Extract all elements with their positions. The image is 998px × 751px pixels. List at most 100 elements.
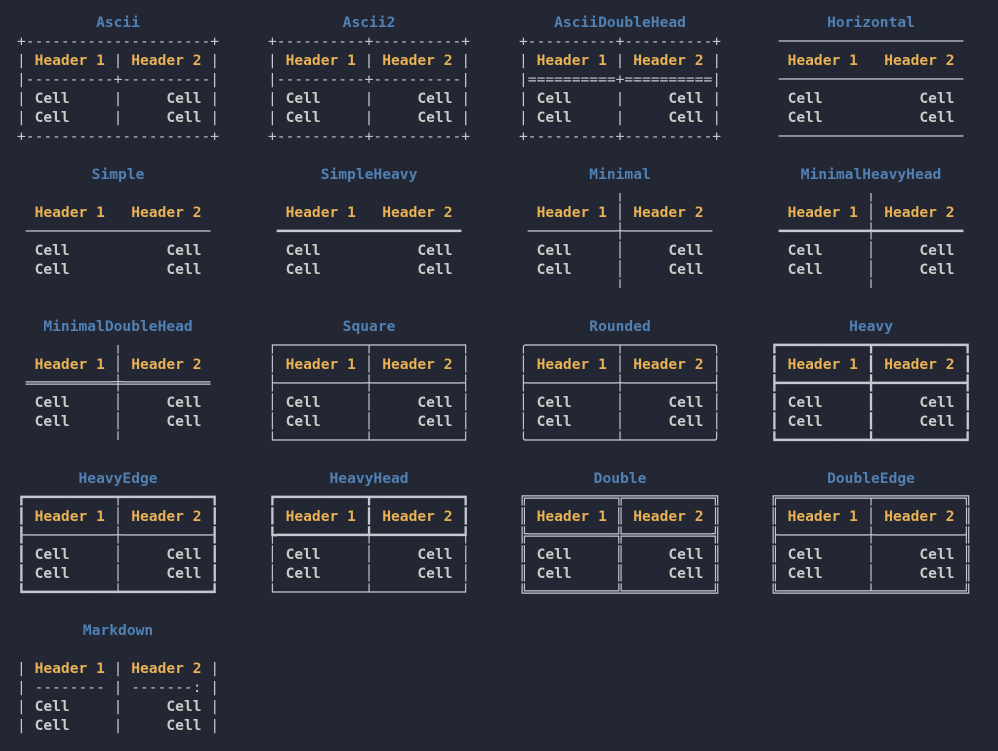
cell-text: Cell — [285, 565, 321, 582]
border-glyphs: | — [703, 90, 722, 107]
table-line: Header 1 │ Header 2 — [519, 203, 770, 222]
border-glyphs: ║ — [954, 508, 973, 525]
table-line: +----------+----------+ — [268, 32, 519, 51]
header-text: Header 1 — [536, 204, 607, 221]
border-glyphs: +----------+----------+ — [268, 128, 471, 145]
border-glyphs: ───────────────────── — [770, 33, 973, 50]
header-text: Header 2 — [131, 204, 202, 221]
border-glyphs: ╚══════════╧══════════╝ — [770, 584, 973, 601]
table-line: | -------- | -------: | — [17, 678, 268, 697]
table-line: ╔══════════╦══════════╗ — [519, 488, 770, 507]
border-glyphs: ┃ — [201, 565, 220, 582]
border-glyphs: ┃ — [201, 546, 220, 563]
border-glyphs: │ — [822, 242, 920, 259]
border-glyphs: | — [17, 52, 35, 69]
border-glyphs: ┃ — [355, 508, 383, 525]
cell-text: Cell — [34, 565, 70, 582]
table-title: Ascii — [96, 14, 140, 31]
border-glyphs: |==========+==========| — [519, 71, 722, 88]
table-box: ╔══════════╤══════════╗║ Header 1 │ Head… — [770, 488, 998, 602]
table-line: | Header 1 | Header 2 | — [17, 51, 268, 70]
border-glyphs: │ — [268, 413, 286, 430]
border-glyphs: ╔══════════╦══════════╗ — [519, 489, 722, 506]
border-glyphs: │ — [268, 565, 286, 582]
cell-text: Cell — [285, 90, 321, 107]
table-title: AsciiDoubleHead — [554, 14, 686, 31]
border-glyphs: │ — [452, 394, 471, 411]
header-text: Header 2 — [633, 356, 704, 373]
table-line: ║ Cell ║ Cell ║ — [519, 545, 770, 564]
border-glyphs: │ — [703, 413, 722, 430]
table-line: | Cell | Cell | — [519, 108, 770, 127]
table-card-rounded: Rounded╭──────────┬──────────╮│ Header 1… — [519, 317, 770, 469]
border-glyphs: | — [519, 52, 537, 69]
border-glyphs — [321, 261, 418, 278]
border-glyphs — [519, 204, 537, 221]
table-line: ┗━━━━━━━━━━┷━━━━━━━━━━┛ — [17, 583, 268, 602]
table-box: ───────────────────── Header 1 Header 2 … — [770, 32, 998, 146]
border-glyphs: | — [17, 90, 35, 107]
table-line: ╷ — [17, 336, 268, 355]
border-glyphs — [858, 52, 884, 69]
border-glyphs: ║ — [606, 508, 634, 525]
cell-text: Cell — [787, 90, 823, 107]
border-glyphs — [770, 204, 788, 221]
border-glyphs: ┃ — [770, 413, 788, 430]
border-glyphs: ║ — [703, 508, 722, 525]
border-glyphs: │ — [857, 508, 885, 525]
border-glyphs: | — [201, 717, 220, 734]
border-glyphs — [268, 204, 286, 221]
border-glyphs: | — [69, 717, 167, 734]
cell-text: Cell — [919, 109, 955, 126]
table-line: ╠══════════╬══════════╣ — [519, 526, 770, 545]
border-glyphs: | — [69, 90, 167, 107]
header-text: Header 1 — [34, 660, 105, 677]
table-card-square: Square┌──────────┬──────────┐│ Header 1 … — [268, 317, 519, 469]
cell-text: Cell — [668, 109, 704, 126]
table-line: Cell Cell — [770, 89, 998, 108]
border-glyphs: | — [201, 90, 220, 107]
table-line: ╔══════════╤══════════╗ — [770, 488, 998, 507]
cell-text: Cell — [166, 394, 202, 411]
table-line: ╰──────────┴──────────╯ — [519, 431, 770, 450]
table-card-double: Double╔══════════╦══════════╗║ Header 1 … — [519, 469, 770, 621]
border-glyphs: | — [606, 52, 634, 69]
cell-text: Cell — [919, 261, 955, 278]
border-glyphs — [268, 261, 286, 278]
border-glyphs — [453, 261, 471, 278]
border-glyphs — [955, 242, 973, 259]
table-card-markdown: Markdown| Header 1 | Header 2 || -------… — [17, 621, 268, 751]
border-glyphs: ┃ — [17, 565, 35, 582]
border-glyphs: | — [703, 109, 722, 126]
table-line — [268, 279, 519, 298]
table-box: +----------+----------+| Header 1 | Head… — [268, 32, 519, 146]
border-glyphs — [955, 261, 973, 278]
border-glyphs: ║ — [954, 565, 973, 582]
border-glyphs — [770, 261, 788, 278]
table-box: ╷ Header 1 │ Header 2 ──────────┼───────… — [519, 184, 770, 298]
header-text: Header 1 — [536, 356, 607, 373]
border-glyphs — [519, 242, 537, 259]
table-line: │ Header 1 │ Header 2 │ — [519, 355, 770, 374]
header-text: Header 2 — [382, 52, 453, 69]
table-box: | Header 1 | Header 2 || -------- | ----… — [17, 640, 268, 751]
table-line: ───────────────────── — [770, 32, 998, 51]
border-glyphs — [519, 261, 537, 278]
border-glyphs: ┠──────────┼──────────┨ — [17, 527, 220, 544]
border-glyphs: | — [452, 90, 471, 107]
border-glyphs: ┃ — [822, 394, 920, 411]
border-glyphs: +---------------------+ — [17, 128, 220, 145]
border-glyphs: ┡━━━━━━━━━━╇━━━━━━━━━━┩ — [268, 527, 471, 544]
border-glyphs: | — [571, 90, 669, 107]
table-line: Header 1 │ Header 2 — [770, 203, 998, 222]
border-glyphs: | — [201, 52, 220, 69]
table-line: Header 1 Header 2 — [17, 203, 268, 222]
cell-text: Cell — [787, 394, 823, 411]
table-line: Cell │ Cell — [519, 241, 770, 260]
border-glyphs — [823, 90, 920, 107]
cell-text: Cell — [787, 242, 823, 259]
border-glyphs: ╷ — [770, 185, 973, 202]
border-glyphs: | — [571, 109, 669, 126]
border-glyphs: | — [268, 52, 286, 69]
header-text: Header 1 — [34, 508, 105, 525]
